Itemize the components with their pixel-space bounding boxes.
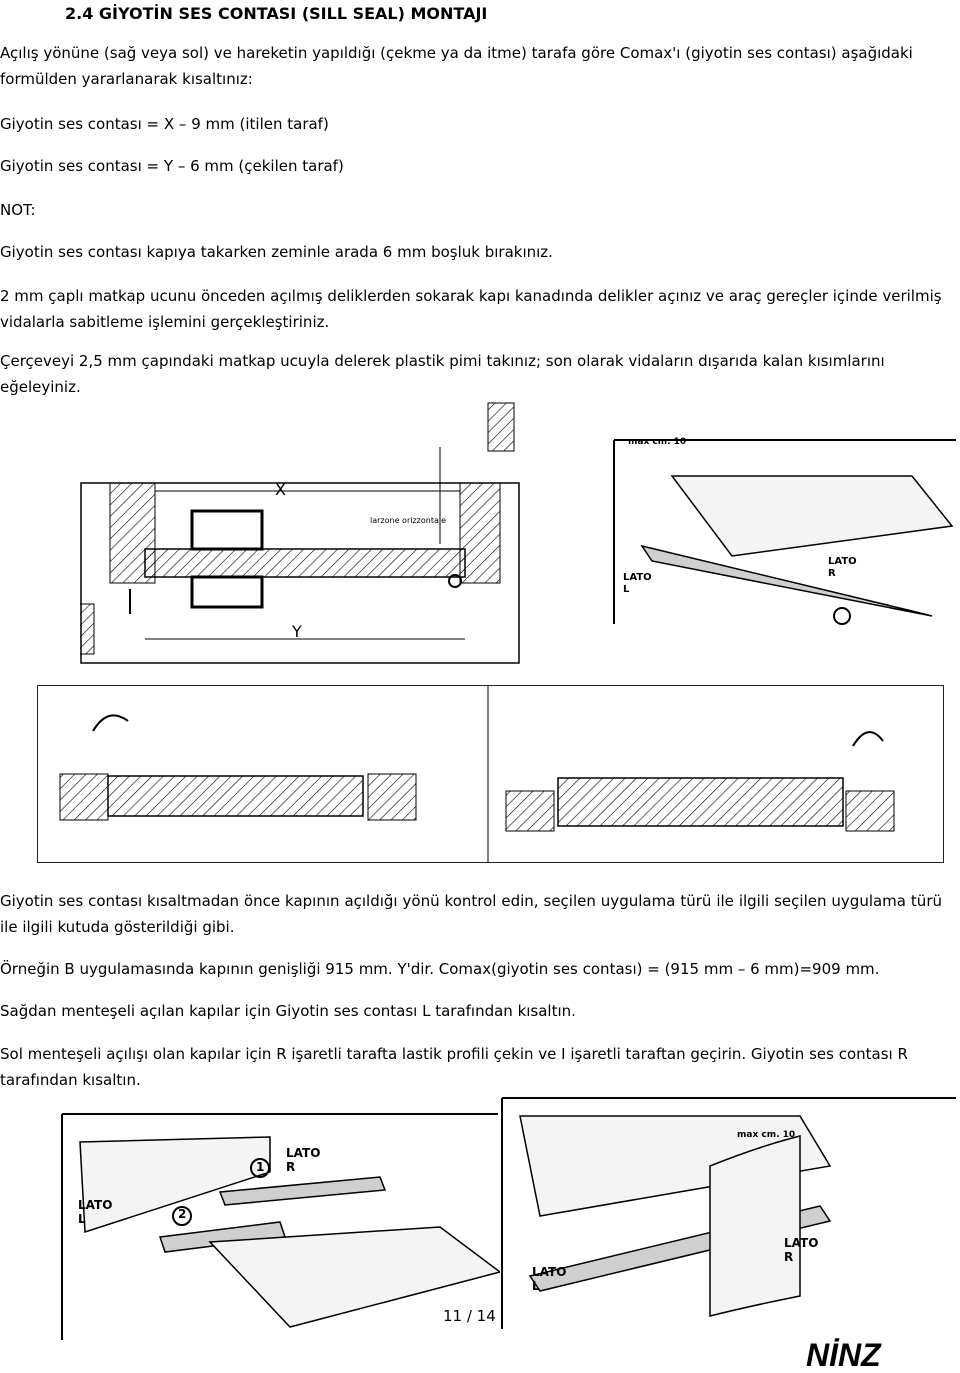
frame-instructions: Çerçeveyi 2,5 mm çapındaki matkap ucuyla…: [0, 352, 885, 396]
lato-left-word: LATO: [623, 572, 652, 583]
left-hinge-paragraph: Sol menteşeli açılışı olan kapılar için …: [0, 1045, 908, 1089]
large-lato-right-letter: R: [784, 1250, 794, 1264]
lato-right-word: LATO: [828, 556, 857, 567]
company-logo: NİNZ: [806, 1338, 956, 1370]
direction-check-paragraph: Giyotin ses contası kısaltmadan önce kap…: [0, 892, 942, 936]
large-lato-right-word: LATO: [784, 1236, 819, 1250]
page-number: 11 / 14: [443, 1307, 496, 1325]
lato-left-letter: L: [623, 584, 630, 595]
note-label: NOT:: [0, 201, 36, 219]
large-max-distance-label: max cm. 10: [737, 1130, 796, 1140]
lato-right-label: LATO R: [828, 556, 857, 580]
company-logo-text: NİNZ: [806, 1338, 882, 1370]
lato-left-label: LATO L: [623, 572, 652, 596]
large-lato-left-letter: L: [532, 1279, 540, 1293]
note-text: Giyotin ses contası kapıya takarken zemi…: [0, 243, 553, 261]
lato-right-letter: R: [828, 568, 836, 579]
max-distance-label: max cm. 10: [628, 437, 687, 447]
large-lato-left-word: LATO: [532, 1265, 567, 1279]
seal-profile-figure: [612, 436, 958, 626]
steps-lato-left-label: LATO L: [78, 1198, 112, 1226]
steps-lato-right-label: LATO R: [286, 1146, 320, 1174]
dimension-y-label: Y: [292, 622, 302, 641]
steps-lato-right-letter: R: [286, 1160, 296, 1174]
steps-lato-right-word: LATO: [286, 1146, 321, 1160]
step-2-marker: 2: [178, 1207, 187, 1221]
intro-paragraph: Açılış yönüne (sağ veya sol) ve hareketi…: [0, 44, 913, 88]
page-title: 2.4 GİYOTİN SES CONTASI (SILL SEAL) MONT…: [65, 4, 488, 23]
example-paragraph: Örneğin B uygulamasında kapının genişliğ…: [0, 960, 880, 978]
large-lato-right-label: LATO R: [784, 1236, 818, 1264]
door-level-label: larzone orizzontale: [370, 516, 446, 525]
seal-profile-large-figure: [500, 1096, 958, 1331]
opening-direction-figure: [37, 685, 944, 863]
dimension-x-label: X: [275, 480, 286, 499]
formula-pull: Giyotin ses contası = Y – 6 mm (çekilen …: [0, 157, 344, 175]
formula-push: Giyotin ses contası = X – 9 mm (itilen t…: [0, 115, 329, 133]
right-hinge-paragraph: Sağdan menteşeli açılan kapılar için Giy…: [0, 1002, 576, 1020]
large-lato-left-label: LATO L: [532, 1265, 566, 1293]
step-1-marker: 1: [256, 1160, 265, 1174]
shortening-steps-figure: [60, 1112, 500, 1342]
drill-instructions: 2 mm çaplı matkap ucunu önceden açılmış …: [0, 287, 942, 331]
installation-top-view-figure: [80, 399, 520, 664]
steps-lato-left-letter: L: [78, 1212, 86, 1226]
steps-lato-left-word: LATO: [78, 1198, 113, 1212]
